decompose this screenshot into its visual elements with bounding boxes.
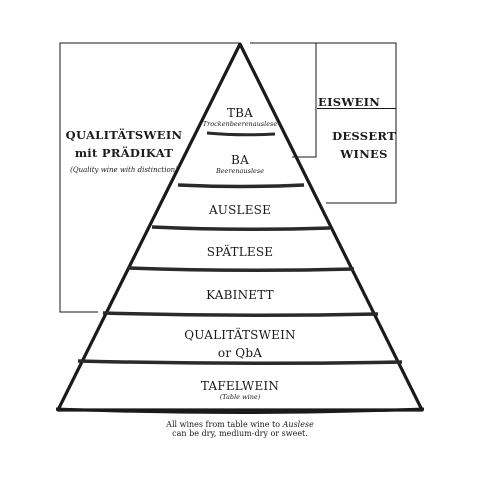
tier-tba: TBA Trockenbeerenauslese [190, 103, 290, 129]
left-bracket-label: QUALITÄTSWEIN mit PRÄDIKAT (Quality wine… [62, 125, 186, 174]
tier-divider-6 [77, 359, 403, 366]
pyramid-outline [56, 42, 424, 412]
tier-divider-3 [151, 225, 331, 232]
tier-divider-5 [102, 311, 379, 318]
tier-ba-sub: Beerenauslese [215, 167, 265, 176]
pyramid-base [55, 407, 425, 414]
tier-tafelwein: TAFELWEIN (Table wine) [170, 376, 310, 402]
eiswein-text: EISWEIN [318, 95, 381, 109]
tier-tba-sub: Trockenbeerenauslese [202, 120, 278, 129]
tier-kabinett: KABINETT [170, 285, 310, 303]
tier-divider-2 [177, 183, 305, 189]
tier-tafelwein-sub: (Table wine) [219, 393, 261, 402]
left-bracket-sub: (Quality wine with distinction) [70, 165, 178, 174]
footnote-line1-pre: All wines from table wine to [166, 420, 283, 429]
tier-divider-1 [206, 131, 276, 137]
tier-ba: BA Beerenauslese [190, 150, 290, 176]
tier-spaetlese-name: SPÄTLESE [206, 245, 274, 259]
footnote: All wines from table wine to Auslese can… [120, 420, 360, 438]
dessert-bracket-line [316, 42, 397, 204]
tier-auslese: AUSLESE [170, 200, 310, 218]
tier-auslese-name: AUSLESE [208, 203, 272, 217]
eiswein-underline [317, 108, 396, 109]
eiswein-label: EISWEIN [318, 92, 381, 110]
left-bracket-line [59, 42, 240, 313]
left-bracket-line1: QUALITÄTSWEIN [65, 128, 183, 142]
dessert-wines-line2: WINES [340, 147, 388, 162]
left-bracket-line2: mit PRÄDIKAT [74, 146, 174, 161]
dessert-wines-line1: DESSERT [332, 129, 396, 143]
tier-qualitaetswein-name: QUALITÄTSWEIN [184, 328, 296, 342]
tier-qualitaetswein: QUALITÄTSWEIN or QbA [160, 325, 320, 362]
tier-ba-name: BA [231, 153, 249, 167]
tier-kabinett-name: KABINETT [206, 288, 274, 302]
footnote-line1-em: Auslese [282, 420, 314, 429]
tier-spaetlese: SPÄTLESE [170, 242, 310, 260]
tier-tafelwein-name: TAFELWEIN [200, 379, 280, 393]
tier-tba-name: TBA [226, 106, 254, 120]
tier-divider-4 [127, 266, 355, 273]
tier-qualitaetswein-name2: or QbA [217, 346, 263, 361]
footnote-line2: can be dry, medium-dry or sweet. [172, 429, 308, 439]
eiswein-bracket-line [250, 42, 317, 158]
dessert-wines-label: DESSERT WINES [326, 126, 402, 163]
